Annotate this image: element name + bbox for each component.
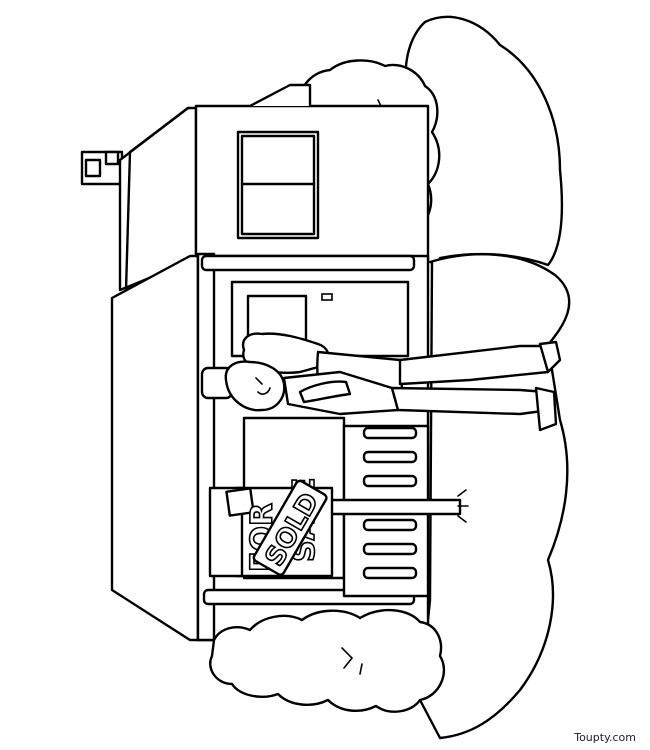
background-hill <box>418 252 571 740</box>
man-face <box>255 377 271 395</box>
gable-right <box>248 83 312 108</box>
watermark-text: Toupty.com <box>574 731 636 744</box>
man-shoe <box>534 386 558 432</box>
porch-beam <box>196 252 216 642</box>
porch-post-left <box>200 254 416 272</box>
railing-spindles <box>362 426 418 580</box>
lower-roof <box>110 254 200 642</box>
background-bush-top <box>404 15 564 267</box>
sold-banner <box>252 479 328 576</box>
man-legs <box>390 386 552 416</box>
door-knob <box>321 293 333 301</box>
sign-post <box>328 498 462 516</box>
woman-shoe <box>538 340 562 374</box>
bottom-tree-detail <box>341 647 363 675</box>
chimney-cap <box>84 158 102 178</box>
man-arm <box>298 380 352 404</box>
sign-header-top <box>225 487 255 517</box>
chimney-brick <box>104 150 120 166</box>
upper-roof-edge <box>124 106 190 292</box>
bottom-tree <box>209 608 446 713</box>
grass-tuft <box>457 489 469 523</box>
